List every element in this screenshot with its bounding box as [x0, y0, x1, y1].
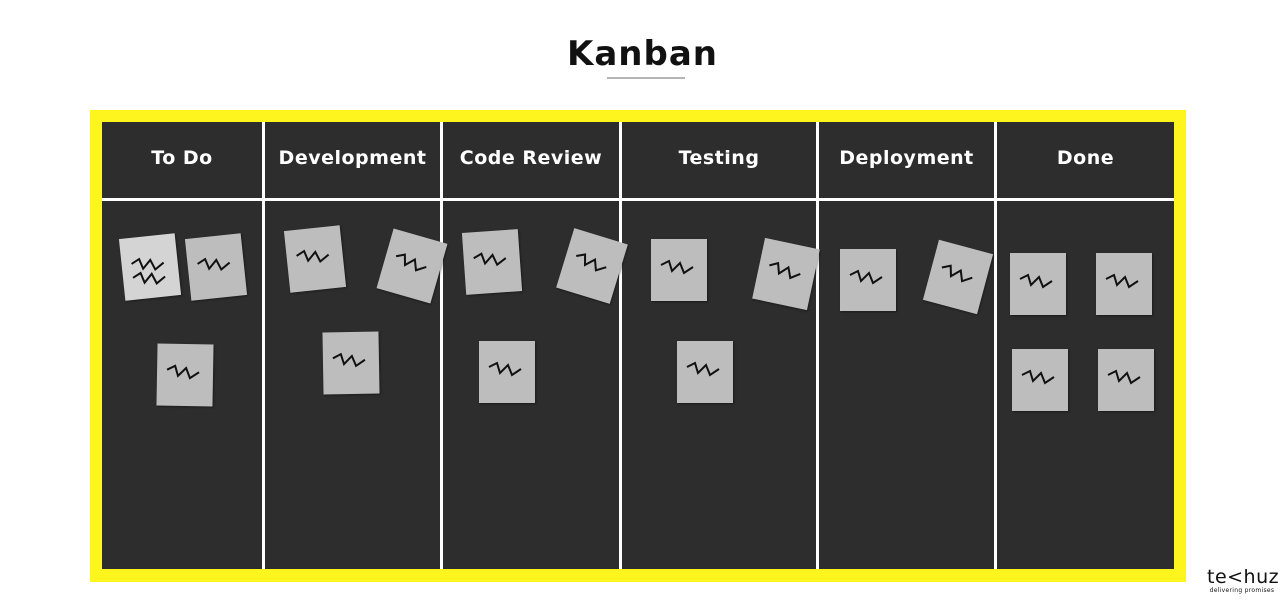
title-underline: [607, 77, 685, 79]
kanban-card-todo: [118, 233, 182, 301]
column-header-done: Done: [1056, 147, 1115, 169]
kanban-card-code-review: [479, 341, 535, 403]
column-header-code-review: Code Review: [459, 147, 603, 169]
kanban-board: To Do Development Code Review Testing De…: [90, 110, 1186, 582]
techuz-logo: te<huz delivering promises: [1207, 566, 1280, 594]
kanban-card-deployment: [840, 249, 896, 311]
scribble-icon: [769, 261, 801, 280]
header-divider: [102, 198, 1174, 201]
scribble-icon: [686, 361, 720, 377]
scribble-icon: [197, 257, 231, 272]
kanban-card-done: [1096, 253, 1152, 315]
kanban-card-testing: [651, 239, 707, 301]
kanban-card-done: [1098, 349, 1154, 411]
logo-wordmark: te<huz: [1207, 566, 1280, 588]
column-divider: [619, 122, 622, 569]
kanban-card-todo: [184, 233, 248, 301]
page-title: Kanban: [567, 34, 718, 74]
kanban-card-done: [1012, 349, 1068, 411]
column-divider: [440, 122, 443, 569]
kanban-card-development: [376, 228, 448, 304]
kanban-card-todo: [156, 343, 214, 407]
board-surface: To Do Development Code Review Testing De…: [102, 122, 1174, 569]
scribble-icon: [1019, 273, 1053, 289]
scribble-icon: [941, 264, 973, 283]
kanban-card-development: [283, 225, 347, 293]
kanban-card-testing: [752, 237, 820, 311]
kanban-card-done: [1010, 253, 1066, 315]
kanban-card-code-review: [461, 229, 523, 295]
column-header-testing: Testing: [678, 147, 760, 169]
column-header-todo: To Do: [151, 147, 213, 169]
scribble-icon: [131, 257, 166, 285]
kanban-card-deployment: [922, 239, 994, 315]
kanban-card-testing: [677, 341, 733, 403]
column-divider: [994, 122, 997, 569]
scribble-icon: [1021, 369, 1055, 385]
scribble-icon: [166, 364, 200, 380]
column-divider: [262, 122, 265, 569]
scribble-icon: [1105, 273, 1139, 289]
scribble-icon: [576, 253, 607, 272]
scribble-icon: [473, 252, 507, 267]
column-header-development: Development: [278, 147, 427, 169]
scribble-icon: [660, 259, 694, 275]
column-header-deployment: Deployment: [839, 147, 974, 169]
kanban-card-code-review: [556, 228, 628, 304]
column-divider: [816, 122, 819, 569]
logo-tagline: delivering promises: [1209, 587, 1275, 594]
scribble-icon: [1107, 369, 1141, 385]
scribble-icon: [395, 253, 427, 272]
scribble-icon: [332, 352, 366, 368]
kanban-card-development: [322, 331, 380, 395]
scribble-icon: [849, 269, 883, 285]
scribble-icon: [488, 361, 522, 377]
scribble-icon: [296, 249, 330, 264]
